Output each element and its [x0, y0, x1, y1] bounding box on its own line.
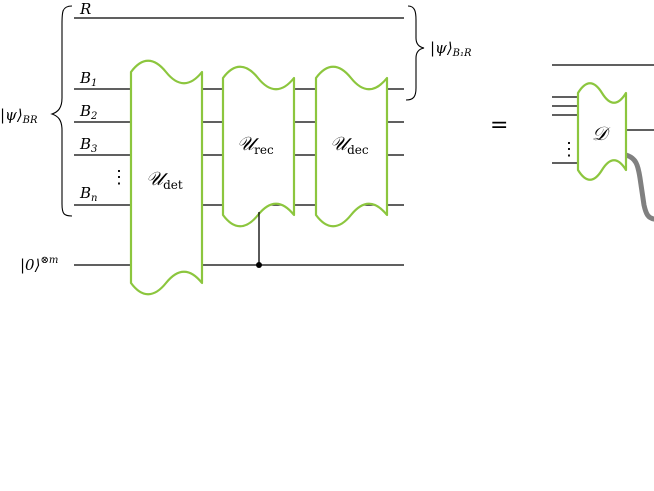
label-Bn: Bn: [79, 184, 97, 204]
gate-D: [576, 82, 628, 181]
gate-u-det-label: 𝒰det: [146, 168, 183, 192]
vertical-dots: ⋮: [110, 167, 128, 188]
control-dot: [256, 262, 262, 268]
ancilla-label: |0⟩⊗m: [20, 255, 58, 274]
equals-sign: =: [490, 113, 508, 138]
right-circuit: 𝒟 ⋮: [552, 64, 654, 222]
label-R: R: [79, 0, 91, 18]
gate-u-det: 𝒰det: [129, 59, 204, 296]
right-vertical-dots: ⋮: [560, 139, 578, 160]
gray-connector: [623, 152, 654, 222]
label-B1: B1: [79, 69, 97, 89]
brace-right: [405, 5, 425, 101]
state-psi-BR: |ψ⟩BR: [0, 106, 38, 126]
gate-u-dec: 𝒰dec: [314, 65, 389, 228]
gate-D-label: 𝒟: [592, 123, 611, 145]
label-B2: B2: [79, 102, 97, 122]
gate-u-rec-label: 𝒰rec: [237, 133, 274, 157]
brace-left: [50, 5, 73, 217]
label-B3: B3: [79, 135, 97, 155]
state-psi-B1R: |ψ⟩B₁R: [430, 39, 472, 59]
gate-u-rec: 𝒰rec: [221, 65, 296, 228]
gate-u-dec-label: 𝒰dec: [330, 133, 369, 157]
